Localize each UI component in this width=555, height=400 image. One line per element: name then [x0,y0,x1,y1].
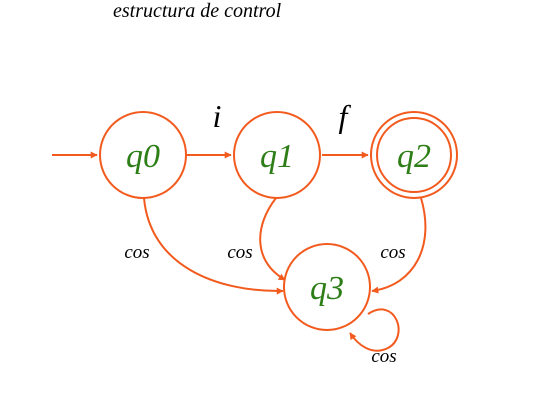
edge-label-q2-q3: cos [380,242,405,263]
state-q0: q0 [99,111,187,199]
state-q1: q1 [233,111,321,199]
state-q3-label: q3 [310,270,344,307]
edge-q3-self-loop [349,308,400,352]
state-q1-label: q1 [260,138,294,175]
state-q2-label: q2 [397,138,431,175]
state-q3: q3 [283,243,371,331]
edge-label-q1-q3: cos [227,242,252,263]
edge-label-f: f [339,98,352,134]
state-q2: q2 [370,111,458,199]
edge-label-q0-q3: cos [124,242,149,263]
state-q0-label: q0 [126,138,160,175]
diagram-caption: estructura de control [113,0,282,22]
edge-label-i: i [213,98,222,134]
edge-q0-q3 [143,197,284,295]
edge-q1-q3 [259,197,286,281]
edge-label-q3-self: cos [371,346,396,367]
edge-q2-q3 [371,197,427,294]
